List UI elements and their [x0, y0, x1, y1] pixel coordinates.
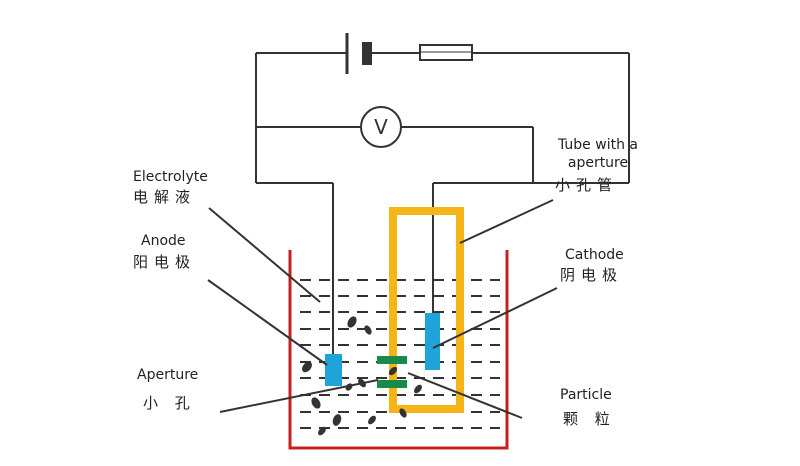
electrolyte-label-cn: 电解液 — [133, 188, 197, 206]
cathode-electrode — [425, 313, 440, 370]
tube-label-en-line1: Tube with a — [558, 137, 638, 153]
particle-label-cn: 颗 粒 — [563, 410, 616, 428]
aperture-label-cn: 小 孔 — [143, 394, 196, 412]
cathode-label-cn: 阴电极 — [560, 266, 624, 284]
anode-electrode — [325, 354, 342, 386]
circuit-wires — [255, 52, 630, 356]
anode-label-en: Anode — [141, 233, 186, 249]
cathode-label-en: Cathode — [565, 247, 624, 263]
tube-label-en: Tube with a aperture — [548, 136, 648, 172]
tube-label-cn: 小孔管 — [555, 176, 619, 194]
battery — [345, 33, 372, 74]
beaker — [288, 250, 509, 450]
voltmeter-symbol: V — [374, 115, 388, 139]
voltmeter: V — [360, 106, 402, 148]
aperture-plate-bottom — [377, 380, 407, 388]
particles — [302, 316, 422, 436]
anode-label-cn: 阳电极 — [133, 253, 197, 271]
tube-label-en-line2: aperture — [567, 155, 629, 171]
aperture-label-en: Aperture — [137, 367, 199, 383]
aperture-plate-top — [377, 356, 407, 364]
aperture-tube — [389, 207, 464, 413]
particle-label-en: Particle — [560, 387, 612, 403]
electrolyte-label-en: Electrolyte — [133, 169, 208, 185]
leader-lines — [207, 199, 558, 419]
